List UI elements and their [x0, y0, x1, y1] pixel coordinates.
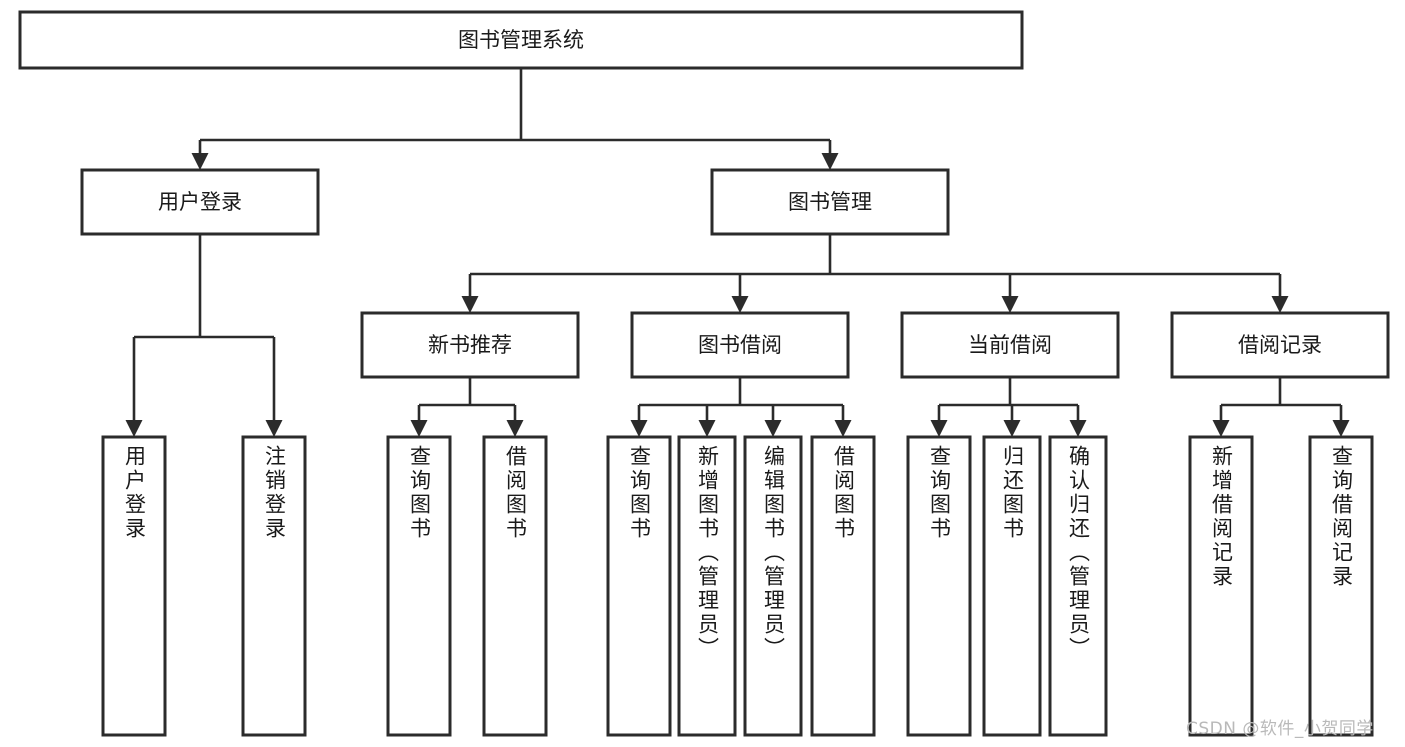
borrow-record-to-leaf-query-record-arrowhead	[1332, 420, 1350, 437]
node-leaf-return-book[interactable]	[982, 435, 1042, 737]
book-manage-to-current-borrow-arrowhead	[1001, 296, 1019, 313]
book-manage-to-new-book-recommend-arrowhead	[461, 296, 479, 313]
node-label-book-borrow: 图书借阅	[698, 333, 782, 357]
book-borrow-to-leaf-add-book-arrowhead	[698, 420, 716, 437]
node-label-book-manage: 图书管理	[788, 190, 872, 214]
node-box-leaf-add-record[interactable]	[1188, 435, 1254, 737]
node-box-leaf-user-logout[interactable]	[241, 435, 307, 737]
node-user-login[interactable]	[80, 168, 320, 236]
node-box-leaf-query-book-2[interactable]	[606, 435, 672, 737]
node-leaf-borrow-book-2[interactable]	[810, 435, 876, 737]
node-leaf-confirm-return[interactable]	[1048, 435, 1108, 737]
new-book-recommend-to-leaf-query-book-1-arrowhead	[410, 420, 428, 437]
node-book-manage[interactable]	[710, 168, 950, 236]
node-box-leaf-add-book[interactable]	[677, 435, 737, 737]
node-borrow-record[interactable]	[1170, 311, 1390, 379]
node-label-new-book-recommend: 新书推荐	[428, 333, 512, 357]
user-login-to-leaf-user-logout-arrowhead	[265, 420, 283, 437]
book-manage-to-book-borrow-arrowhead	[731, 296, 749, 313]
book-borrow-to-leaf-query-book-2-arrowhead	[630, 420, 648, 437]
book-borrow-to-leaf-borrow-book-2-arrowhead	[834, 420, 852, 437]
node-leaf-query-record[interactable]	[1308, 435, 1374, 737]
node-box-borrow-record[interactable]	[1170, 311, 1390, 379]
node-box-leaf-query-book-3[interactable]	[906, 435, 972, 737]
node-box-book-manage[interactable]	[710, 168, 950, 236]
node-box-leaf-borrow-book-2[interactable]	[810, 435, 876, 737]
node-box-leaf-borrow-book-1[interactable]	[482, 435, 548, 737]
node-leaf-user-login[interactable]	[101, 435, 167, 737]
book-manage-to-borrow-record-arrowhead	[1271, 296, 1289, 313]
node-leaf-query-book-1[interactable]	[386, 435, 452, 737]
current-borrow-to-leaf-query-book-3-arrowhead	[930, 420, 948, 437]
node-label-current-borrow: 当前借阅	[968, 333, 1052, 357]
node-box-leaf-edit-book[interactable]	[743, 435, 803, 737]
node-box-root[interactable]	[18, 10, 1024, 70]
node-book-borrow[interactable]	[630, 311, 850, 379]
node-leaf-query-book-3[interactable]	[906, 435, 972, 737]
borrow-record-to-leaf-add-record-arrowhead	[1212, 420, 1230, 437]
node-leaf-add-record[interactable]	[1188, 435, 1254, 737]
node-box-user-login[interactable]	[80, 168, 320, 236]
current-borrow-to-leaf-return-book-arrowhead	[1003, 420, 1021, 437]
node-box-leaf-return-book[interactable]	[982, 435, 1042, 737]
root-to-user-login-arrowhead	[191, 153, 209, 170]
node-label-user-login: 用户登录	[158, 190, 242, 214]
new-book-recommend-to-leaf-borrow-book-1-arrowhead	[506, 420, 524, 437]
current-borrow-to-leaf-confirm-return-arrowhead	[1069, 420, 1087, 437]
node-leaf-add-book[interactable]	[677, 435, 737, 737]
user-login-to-leaf-user-login-arrowhead	[125, 420, 143, 437]
node-leaf-user-logout[interactable]	[241, 435, 307, 737]
boxes-layer	[18, 10, 1390, 737]
watermark-text: CSDN @软件_小贺同学	[1186, 719, 1374, 739]
node-label-borrow-record: 借阅记录	[1238, 333, 1322, 357]
node-box-leaf-user-login[interactable]	[101, 435, 167, 737]
node-box-new-book-recommend[interactable]	[360, 311, 580, 379]
connectors-layer	[125, 68, 1350, 437]
book-borrow-to-leaf-edit-book-arrowhead	[764, 420, 782, 437]
node-root[interactable]	[18, 10, 1024, 70]
node-leaf-borrow-book-1[interactable]	[482, 435, 548, 737]
node-leaf-query-book-2[interactable]	[606, 435, 672, 737]
node-box-leaf-query-record[interactable]	[1308, 435, 1374, 737]
node-box-book-borrow[interactable]	[630, 311, 850, 379]
root-to-book-manage-arrowhead	[821, 153, 839, 170]
node-label-root: 图书管理系统	[458, 28, 584, 52]
node-box-leaf-query-book-1[interactable]	[386, 435, 452, 737]
node-box-leaf-confirm-return[interactable]	[1048, 435, 1108, 737]
node-leaf-edit-book[interactable]	[743, 435, 803, 737]
node-current-borrow[interactable]	[900, 311, 1120, 379]
node-new-book-recommend[interactable]	[360, 311, 580, 379]
node-box-current-borrow[interactable]	[900, 311, 1120, 379]
